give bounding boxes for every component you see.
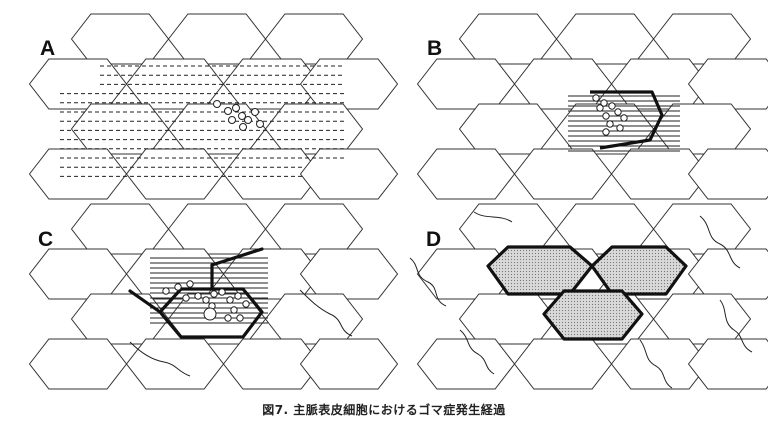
panel-label-c: C [38,228,53,251]
granule [606,120,614,128]
necrotic-cell [486,245,594,296]
granule [596,104,604,112]
panel-label-d: D [426,228,441,251]
epidermal-cell [687,248,768,300]
epidermal-cell [416,58,516,110]
panel-c [28,203,399,390]
epidermal-cell [125,248,225,300]
epidermal-cell [513,148,613,200]
panel-label-a: A [40,37,55,60]
granule [592,94,600,102]
epidermal-cell [513,338,613,390]
epidermal-cell [167,13,267,65]
shrunken-wall [409,257,447,307]
shrunken-wall [473,211,513,223]
epidermal-cell [70,203,170,255]
granule [186,280,194,288]
figure-caption: 図7. 主脈表皮細胞におけるゴマ症発生経過 [262,403,506,417]
epidermal-cell [299,248,399,300]
granule [213,100,221,108]
panel-b [416,13,768,200]
necrotic-cell [590,245,688,296]
epidermal-cell [299,58,399,110]
granule [234,292,242,300]
panel-label-b: B [427,37,442,60]
granule [620,114,628,122]
epidermal-cell [28,248,128,300]
epidermal-cell [416,148,516,200]
granule [251,108,259,116]
epidermal-cell [28,338,128,390]
epidermal-cell [167,203,267,255]
affected-wall [210,247,264,267]
granule [236,314,244,322]
granule [224,314,232,322]
epidermal-cell [299,148,399,200]
epidermal-cell [264,203,364,255]
granule [174,283,182,291]
epidermal-cell [264,293,364,345]
granule [616,124,624,132]
epidermal-cell [652,13,752,65]
panel-a [28,13,399,200]
epidermal-cell [125,338,225,390]
shrunken-wall [719,299,753,353]
granule [202,296,210,304]
shrunken-wall [299,289,353,337]
panel-d [409,203,768,390]
granule [614,108,622,116]
granule [239,123,247,131]
granule [256,120,264,128]
shrunken-wall [459,329,495,375]
granule [203,307,217,321]
granule [218,288,226,296]
granule [194,292,202,300]
granule [210,290,218,298]
granule [182,294,190,302]
necrotic-cell [542,289,644,341]
granule [602,112,610,120]
epidermal-cell [555,13,655,65]
granule [238,112,246,120]
granule [608,102,616,110]
granule [244,116,252,124]
affected-cell-outline [590,90,664,150]
granule [226,296,234,304]
epidermal-cell [652,293,752,345]
epidermal-cell [416,338,516,390]
epidermal-cell [28,148,128,200]
epidermal-cell [125,148,225,200]
shrunken-wall [639,339,673,389]
epidermal-cell [687,148,768,200]
granule [228,116,236,124]
epidermal-cell [264,13,364,65]
granule [224,107,232,115]
epidermal-cell [458,293,558,345]
granule [162,287,170,295]
epidermal-cell [458,13,558,65]
granule [242,300,250,308]
shrunken-wall [699,215,741,269]
granule [602,128,610,136]
affected-wall [128,289,162,314]
epidermal-cell [70,13,170,65]
epidermal-cell [70,293,170,345]
epidermal-cell [458,103,558,155]
epidermal-cell [687,338,768,390]
epidermal-cell [687,58,768,110]
shrunken-wall [129,341,191,377]
granule [600,99,608,107]
granule [230,306,238,314]
epidermal-cell [28,58,128,110]
granule [232,104,240,112]
epidermal-cell [652,203,752,255]
epidermal-cell [299,338,399,390]
